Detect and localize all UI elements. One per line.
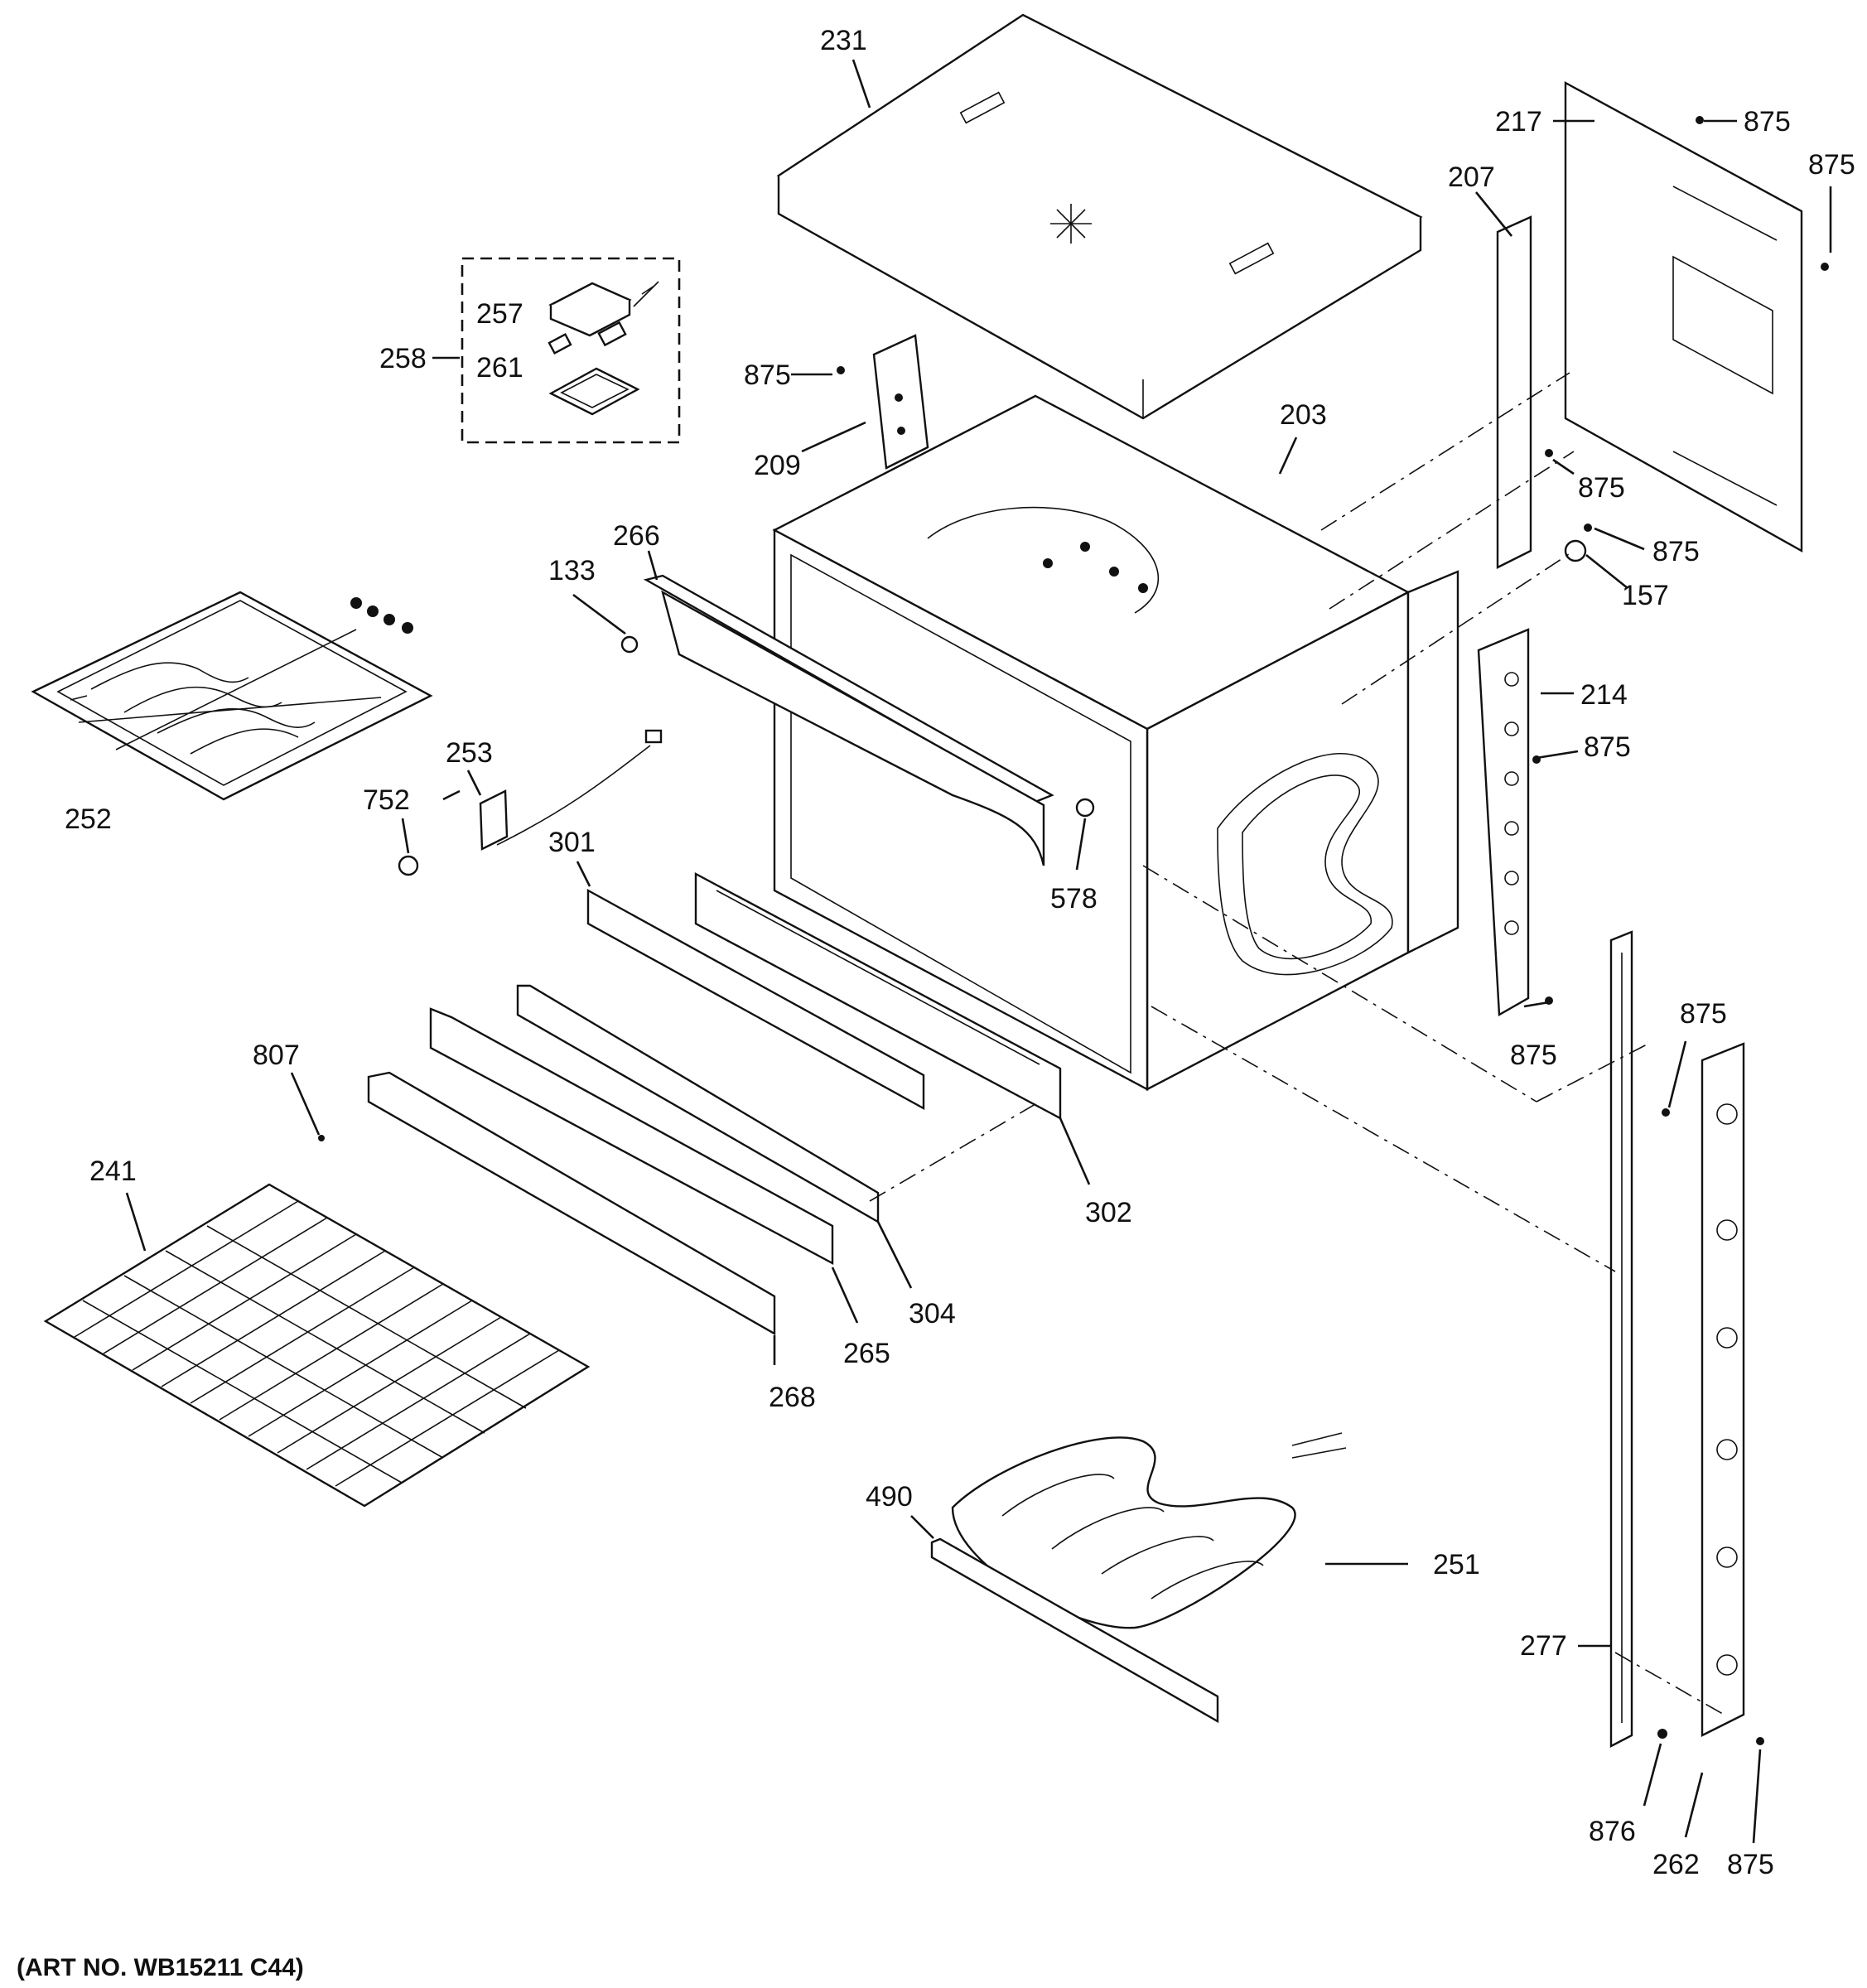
label-301: 301: [548, 827, 596, 858]
kit-box-258: [461, 257, 681, 444]
label-875-g: 875: [1510, 1040, 1557, 1071]
rear-strip-207: [1496, 215, 1532, 569]
side-rail-262: [1701, 1042, 1745, 1737]
tall-rail-277: [1609, 930, 1633, 1748]
label-251: 251: [1433, 1549, 1480, 1580]
label-209: 209: [754, 450, 801, 481]
label-875-a: 875: [1744, 106, 1791, 138]
label-261: 261: [476, 352, 523, 384]
label-875-f: 875: [1584, 731, 1631, 763]
label-304: 304: [909, 1298, 956, 1329]
label-875-h: 875: [1680, 998, 1727, 1030]
label-807: 807: [253, 1040, 300, 1071]
label-262: 262: [1652, 1849, 1700, 1880]
small-parts: [318, 116, 1829, 1745]
art-number: (ART NO. WB15211 C44): [17, 1954, 304, 1981]
label-217: 217: [1495, 106, 1542, 138]
label-203: 203: [1280, 399, 1327, 431]
label-231: 231: [820, 25, 867, 56]
label-133: 133: [548, 555, 596, 586]
label-490: 490: [866, 1481, 913, 1513]
label-578: 578: [1050, 883, 1098, 914]
label-875-e: 875: [1652, 536, 1700, 567]
label-241: 241: [89, 1156, 137, 1187]
label-258: 258: [379, 343, 427, 374]
label-214: 214: [1580, 679, 1628, 711]
strip-268: [367, 1071, 776, 1336]
label-277: 277: [1520, 1630, 1567, 1662]
label-253: 253: [446, 737, 493, 769]
bake-element-251: [930, 1432, 1347, 1724]
strip-265: [429, 1007, 834, 1266]
rack-241: [43, 1183, 591, 1508]
label-207: 207: [1448, 162, 1495, 193]
label-268: 268: [769, 1382, 816, 1413]
label-875-d: 875: [1578, 472, 1625, 504]
sensor-253: [398, 729, 663, 876]
label-876: 876: [1589, 1816, 1636, 1847]
label-875-c: 875: [744, 359, 791, 391]
side-bracket-209: [872, 334, 929, 470]
label-266: 266: [613, 520, 660, 552]
part-labels: 231 217 875 875 207 257 258 261 875 203 …: [65, 25, 1855, 1880]
strip-304: [516, 984, 880, 1224]
label-265: 265: [843, 1338, 890, 1369]
top-panel-231: [776, 13, 1423, 420]
label-252: 252: [65, 803, 112, 835]
side-rail-214: [1477, 628, 1530, 1017]
label-257: 257: [476, 298, 523, 330]
label-752: 752: [363, 784, 410, 816]
oven-cavity-203: [772, 394, 1459, 1091]
trim-301: [586, 888, 925, 1111]
assembly-lines: [869, 372, 1728, 1717]
label-157: 157: [1622, 580, 1669, 611]
label-302: 302: [1085, 1197, 1132, 1228]
broil-element-252: [31, 591, 433, 801]
label-875-b: 875: [1808, 149, 1855, 181]
label-875-i: 875: [1727, 1849, 1774, 1880]
leader-lines: [125, 59, 1832, 1844]
back-panel-217: [1564, 80, 1803, 553]
